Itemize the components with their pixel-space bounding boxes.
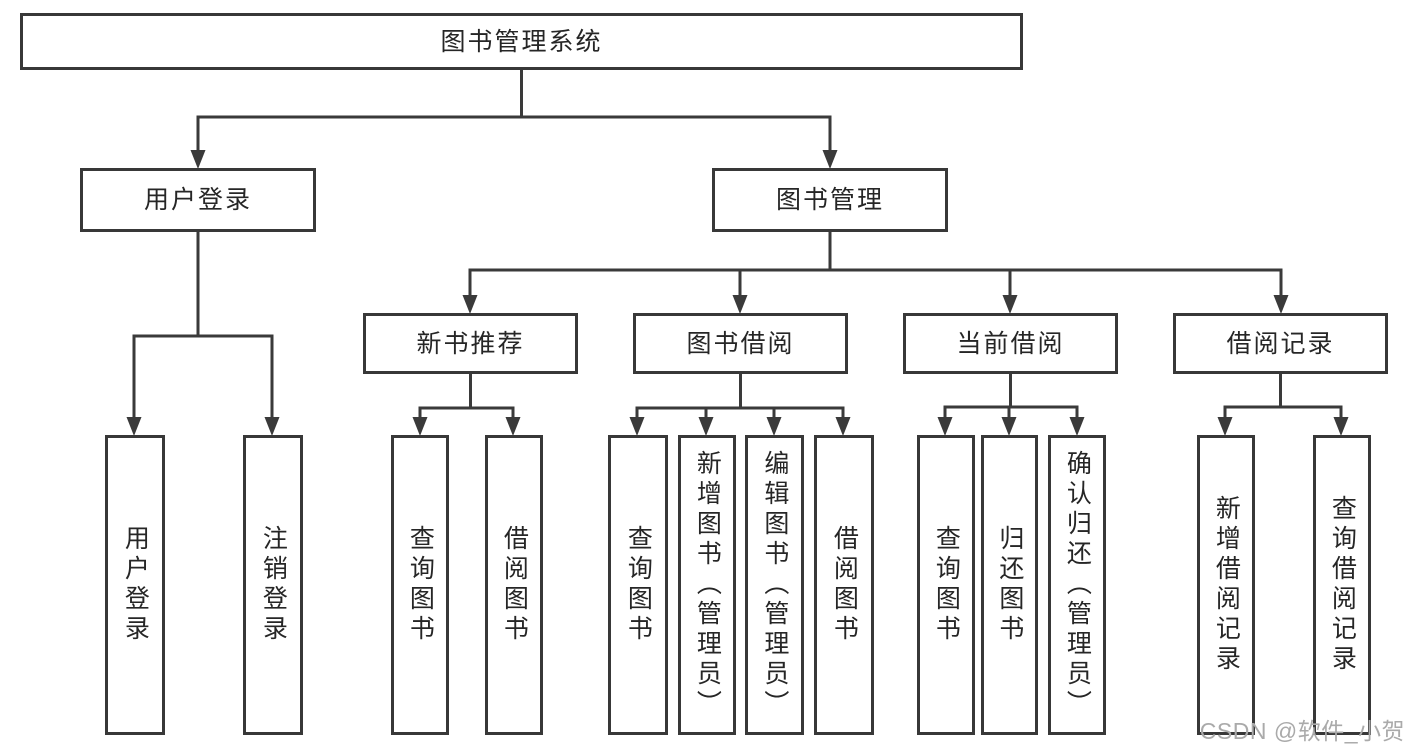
node-label: 查询借阅记录	[1328, 495, 1357, 675]
arrow-down-icon	[835, 417, 851, 436]
arrow-down-icon	[1069, 417, 1085, 436]
leaf-edit-book-admin: 编辑图书（管理员）	[745, 435, 804, 735]
leaf-borrow-books-borrowing: 借阅图书	[814, 435, 874, 735]
connectors-borrowing-records	[1223, 372, 1343, 418]
node-label: 借阅图书	[830, 525, 859, 645]
arrow-down-icon	[1333, 417, 1349, 436]
node-book-borrowing: 图书借阅	[633, 313, 848, 374]
node-label: 借阅图书	[500, 525, 529, 645]
connectors-current-borrowing	[943, 372, 1079, 418]
node-label: 新增借阅记录	[1212, 495, 1241, 675]
arrow-down-icon	[937, 417, 953, 436]
arrow-down-icon	[1001, 417, 1017, 436]
node-label: 归还图书	[995, 525, 1024, 645]
arrow-down-icon	[822, 150, 838, 169]
leaf-query-books-borrowing: 查询图书	[608, 435, 668, 735]
csdn-watermark: CSDN @软件_小贺同学	[1199, 718, 1405, 744]
node-library-system: 图书管理系统	[20, 13, 1023, 70]
leaf-borrow-books-recommend: 借阅图书	[485, 435, 543, 735]
connectors-new-book-recommendation	[418, 372, 515, 418]
arrow-down-icon	[1002, 295, 1018, 314]
arrow-down-icon	[1273, 295, 1289, 314]
connectors-root	[196, 68, 832, 151]
node-label: 查询图书	[932, 525, 961, 645]
arrow-down-icon	[1217, 417, 1233, 436]
connectors-user-login	[132, 231, 274, 418]
arrow-down-icon	[698, 417, 714, 436]
connectors-book-management	[468, 231, 1283, 296]
leaf-return-books: 归还图书	[981, 435, 1038, 735]
connectors-book-borrowing	[635, 372, 845, 418]
leaf-query-borrow-record: 查询借阅记录	[1313, 435, 1371, 735]
node-label: 当前借阅	[956, 329, 1065, 358]
arrow-down-icon	[505, 417, 521, 436]
arrow-down-icon	[264, 417, 280, 436]
arrow-down-icon	[412, 417, 428, 436]
node-label: 查询图书	[406, 525, 435, 645]
node-new-book-recommendation: 新书推荐	[363, 313, 578, 374]
node-label: 图书管理	[775, 186, 884, 214]
node-current-borrowing: 当前借阅	[903, 313, 1118, 374]
node-label: 图书管理系统	[440, 27, 603, 56]
node-label: 编辑图书（管理员）	[760, 450, 789, 720]
leaf-add-book-admin: 新增图书（管理员）	[678, 435, 736, 735]
leaf-logout: 注销登录	[243, 435, 303, 735]
node-label: 用户登录	[143, 186, 252, 214]
arrow-down-icon	[766, 417, 782, 436]
arrow-down-icon	[190, 150, 206, 169]
arrow-down-icon	[732, 295, 748, 314]
leaf-add-borrow-record: 新增借阅记录	[1197, 435, 1255, 735]
leaf-user-login: 用户登录	[105, 435, 165, 735]
arrow-down-icon	[462, 295, 478, 314]
node-label: 注销登录	[259, 525, 288, 645]
leaf-query-books-current: 查询图书	[917, 435, 975, 735]
arrow-down-icon	[126, 417, 142, 436]
leaf-query-books-recommend: 查询图书	[391, 435, 449, 735]
node-user-login: 用户登录	[80, 168, 316, 232]
node-book-management: 图书管理	[712, 168, 948, 232]
node-label: 确认归还（管理员）	[1063, 450, 1092, 720]
node-label: 用户登录	[121, 525, 150, 645]
node-label: 图书借阅	[686, 329, 795, 358]
node-label: 新书推荐	[416, 329, 525, 358]
leaf-confirm-return-admin: 确认归还（管理员）	[1048, 435, 1106, 735]
node-borrowing-records: 借阅记录	[1173, 313, 1388, 374]
arrow-down-icon	[629, 417, 645, 436]
node-label: 新增图书（管理员）	[693, 450, 722, 720]
node-label: 查询图书	[624, 525, 653, 645]
node-label: 借阅记录	[1226, 329, 1335, 358]
